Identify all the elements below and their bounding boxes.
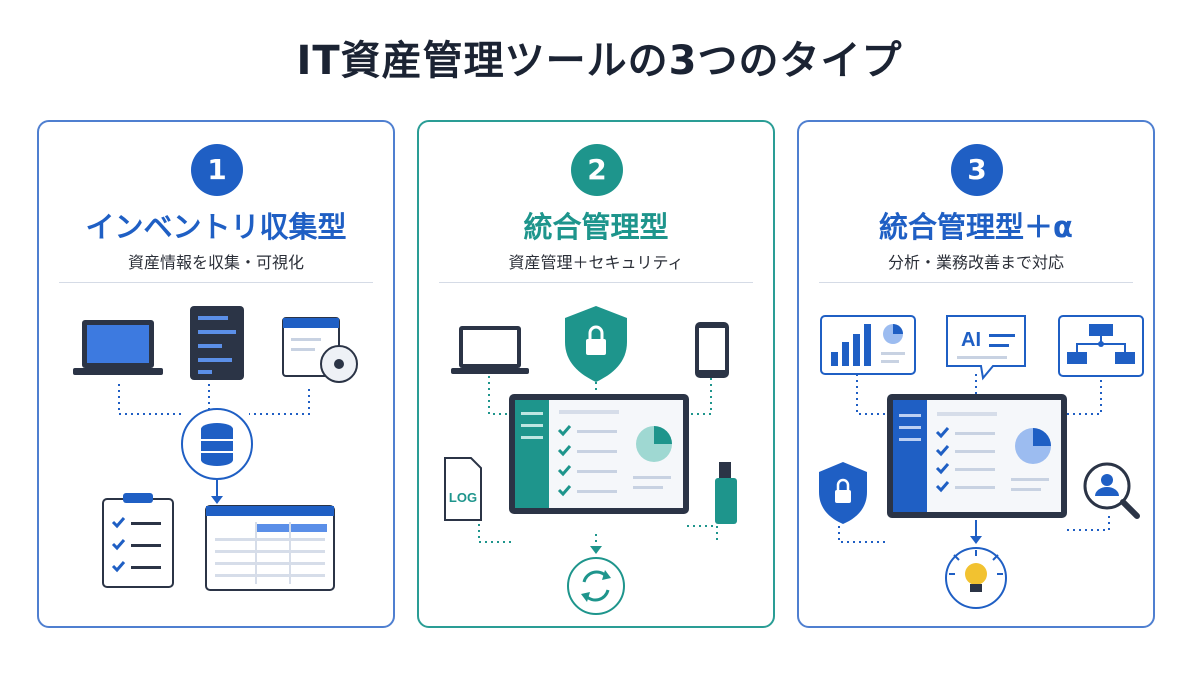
card-heading: 統合管理型 [523, 210, 669, 244]
server-icon [190, 306, 244, 380]
database-icon [181, 408, 253, 480]
shield-lock-icon [565, 306, 627, 382]
checklist-clipboard-icon [102, 493, 174, 588]
workflow-icon [1058, 315, 1144, 377]
card-integrated-management: 2 統合管理型 資産管理＋セキュリティ [417, 120, 775, 628]
card-subtitle: 分析・業務改善まで対応 [887, 253, 1064, 272]
dotted-connectors [838, 374, 1110, 543]
laptop-icon [73, 320, 163, 375]
log-label: LOG [449, 490, 477, 505]
card-subtitle: 資産情報を収集・可視化 [127, 253, 304, 272]
analytics-diagram: AI [819, 315, 1144, 609]
usb-drive-icon [715, 462, 737, 524]
log-file-icon: LOG [444, 457, 482, 521]
lightbulb-icon [945, 547, 1007, 609]
inventory-diagram [73, 306, 358, 591]
card-inventory-collection: 1 インベントリ収集型 資産情報を収集・可視化 [37, 120, 395, 628]
arrow-head [211, 496, 223, 504]
dotted-connectors [118, 384, 310, 415]
user-search-icon [1083, 462, 1140, 519]
ai-chat-icon: AI [946, 315, 1026, 381]
management-console-icon [509, 394, 689, 514]
sync-icon [567, 557, 625, 615]
shield-lock-icon [819, 462, 867, 524]
arrow-head [970, 536, 982, 544]
card-heading: 統合管理型＋α [879, 210, 1073, 244]
card-number-badge: 1 [191, 144, 243, 196]
integrated-diagram: LOG [444, 306, 737, 615]
card-number-badge: 3 [951, 144, 1003, 196]
card-integrated-plus-alpha: 3 統合管理型＋α 分析・業務改善まで対応 AI [797, 120, 1155, 628]
card-divider [819, 282, 1133, 283]
laptop-icon [451, 326, 529, 374]
smartphone-icon [695, 322, 729, 378]
management-console-icon [887, 394, 1067, 518]
data-table-window-icon [205, 505, 335, 591]
card-number-badge: 2 [571, 144, 623, 196]
card-divider [439, 282, 753, 283]
page-title: IT資産管理ツールの3つのタイプ [296, 38, 903, 84]
ai-label: AI [961, 329, 981, 351]
card-heading: インベントリ収集型 [85, 210, 347, 244]
card-subtitle: 資産管理＋セキュリティ [508, 253, 684, 272]
arrow-head [590, 546, 602, 554]
analytics-chart-icon [820, 315, 916, 375]
software-disc-icon [282, 317, 358, 383]
card-divider [59, 282, 373, 283]
